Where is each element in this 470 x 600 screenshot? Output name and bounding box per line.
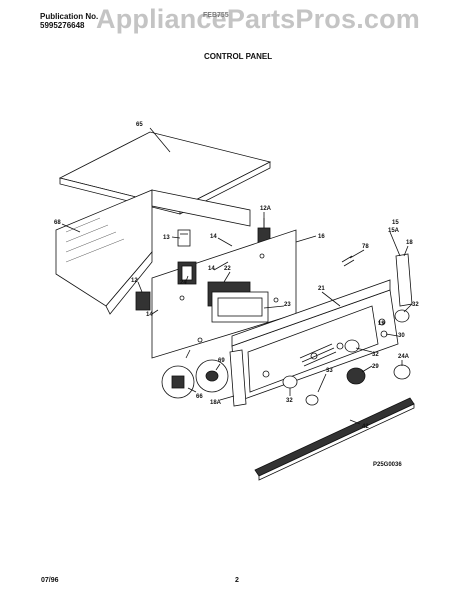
detail-66-part [161, 349, 195, 399]
callout-14-left: 14 [146, 312, 153, 318]
knob-32-middle-part [344, 339, 360, 353]
trim-strip-42-part [254, 397, 415, 481]
callout-30: 30 [398, 333, 405, 339]
knob-24a-part [393, 364, 411, 380]
publication-label: Publication No. [40, 12, 99, 21]
callout-14-mid: 14 [208, 266, 215, 272]
callout-22: 22 [224, 266, 231, 272]
footer-date: 07/96 [41, 577, 59, 584]
springs-33-part [299, 343, 337, 367]
back-housing-part [55, 189, 251, 315]
model-number: FEB755 [203, 12, 229, 19]
display-board-part [207, 281, 269, 323]
knob-28-part [305, 394, 319, 406]
callout-14-top: 14 [210, 234, 217, 240]
callout-labels: 65 68 12A 13 14 16 15 15A 18 78 24 22 14… [54, 122, 419, 430]
detail-69-part [195, 359, 229, 393]
callout-69: 69 [218, 358, 225, 364]
leader-lines [61, 127, 413, 425]
callout-65: 65 [136, 122, 143, 128]
end-cap-18-part [395, 253, 413, 307]
callout-12: 12 [131, 278, 138, 284]
callout-18: 18 [406, 240, 413, 246]
callout-78: 78 [362, 244, 369, 250]
callout-42: 42 [362, 424, 369, 430]
callout-21: 21 [318, 286, 325, 292]
footer-page-number: 2 [235, 577, 239, 584]
callout-32-middle: 32 [372, 352, 379, 358]
watermark: AppliancePartsPros.com [96, 4, 421, 34]
knob-32-upper-part [394, 309, 410, 323]
bracket-24-part [177, 261, 197, 285]
knob-32-lower-part [282, 375, 298, 389]
callout-32-upper: 32 [412, 302, 419, 308]
callout-66: 66 [196, 394, 203, 400]
callout-23: 23 [284, 302, 291, 308]
callout-33: 33 [326, 368, 333, 374]
switch-12-part [135, 291, 151, 311]
callout-24: 24 [180, 280, 187, 286]
callout-15: 15 [392, 220, 399, 226]
callout-24a: 24A [398, 354, 410, 360]
callout-13: 13 [163, 235, 170, 241]
figure-code: P25G0036 [373, 462, 402, 468]
publication-number: 5995276648 [40, 21, 85, 30]
callout-12a: 12A [260, 206, 272, 212]
section-title: CONTROL PANEL [204, 52, 273, 61]
callout-15a: 15A [388, 228, 400, 234]
callout-29: 29 [372, 364, 379, 370]
end-cap-18a-part [229, 349, 247, 407]
callout-68: 68 [54, 220, 61, 226]
callout-32-lower: 32 [286, 398, 293, 404]
callout-16: 16 [318, 234, 325, 240]
clip-78-part [341, 255, 355, 267]
callout-18a: 18A [210, 400, 222, 406]
callout-19: 19 [378, 321, 385, 327]
front-panel-21-part [231, 279, 399, 403]
knob-29-part [346, 367, 366, 385]
